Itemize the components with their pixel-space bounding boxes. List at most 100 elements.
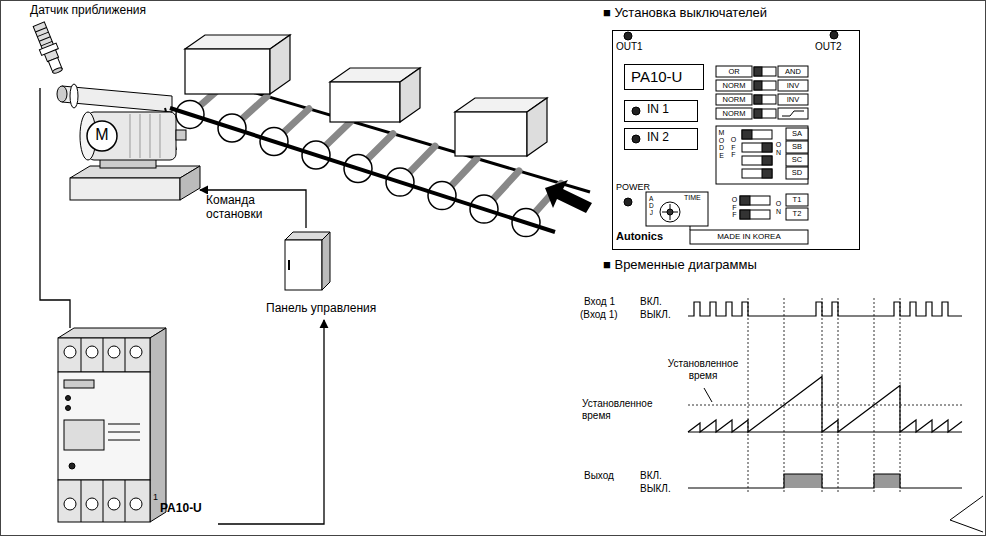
switch-panel-drawing	[740, 196, 770, 205]
motor	[160, 114, 161, 158]
proximity-sensor	[37, 32, 48, 36]
time-option: T2	[786, 208, 808, 220]
timing-diagram	[838, 298, 839, 492]
input-indicator-box: IN 1	[624, 100, 698, 122]
motor	[87, 121, 117, 151]
pa10-u-module	[58, 328, 166, 522]
signal-connector	[218, 320, 324, 524]
switch-position: OFF	[730, 136, 737, 159]
signal-name: Вход 1	[584, 296, 615, 308]
timing-diagram	[688, 377, 962, 433]
switch-option: INV	[778, 94, 808, 105]
switch-panel-drawing	[762, 143, 772, 152]
switch-panel-drawing	[660, 202, 680, 222]
switch-panel-drawing	[716, 108, 752, 119]
switch-panel-drawing	[786, 194, 808, 206]
corner-mark	[950, 496, 983, 532]
switch-panel-drawing	[786, 128, 808, 140]
led-label: POWER	[616, 182, 650, 192]
switch-option: INV	[778, 80, 808, 91]
control-cabinet	[322, 232, 330, 290]
proximity-sensor	[52, 67, 63, 74]
switch-panel-drawing	[716, 80, 752, 91]
pa10-u-module	[86, 498, 98, 510]
pa10-u-module	[64, 420, 104, 450]
proximity-sensor	[39, 37, 50, 41]
switch-panel-drawing	[742, 130, 772, 139]
pa10-u-module	[81, 480, 82, 522]
switch-panel-drawing	[786, 154, 808, 166]
control-panel-label: Панель управления	[266, 302, 376, 316]
switch-panel-drawing	[624, 32, 632, 40]
switch-panel-drawing	[624, 31, 838, 244]
conveyor	[400, 68, 420, 122]
switch-group-label: MODE	[718, 129, 725, 160]
switch-panel-drawing	[754, 81, 762, 90]
sensor-callout: Датчик приближения	[20, 4, 170, 88]
sensor-shaft	[57, 86, 67, 102]
mode-option: SA	[786, 128, 808, 140]
pa10-u-module	[125, 480, 126, 522]
switch-panel-drawing	[742, 156, 772, 165]
controller-module: PA10-U	[48, 328, 218, 528]
pa10-u-module	[66, 406, 71, 411]
sensor-shaft	[62, 86, 172, 112]
switch-panel-drawing	[690, 230, 808, 244]
switch-panel-drawing	[830, 31, 838, 39]
conveyor	[185, 35, 547, 156]
pa10-u-module	[86, 346, 98, 358]
pa10-u-module	[103, 338, 104, 372]
switch-position: ON	[775, 200, 782, 215]
switch-panel-drawing	[754, 95, 776, 104]
motor	[140, 114, 141, 158]
led-label: OUT1	[616, 41, 643, 53]
timing-diagram	[874, 474, 900, 488]
switch-panel-drawing	[740, 196, 750, 205]
switch-option: AND	[778, 66, 808, 77]
motor	[70, 178, 180, 200]
switch-panel-drawing	[646, 192, 708, 226]
pa10-u-module	[81, 338, 82, 372]
switch-panel-drawing	[754, 67, 762, 76]
pa10-u-module	[108, 440, 140, 441]
switch-panel-drawing	[778, 94, 808, 105]
timing-diagram	[688, 298, 962, 492]
pa10-u-module	[130, 346, 142, 358]
switch-option: NORM	[716, 108, 752, 119]
switch-panel-drawing	[632, 107, 640, 115]
module-label: PA10-U	[160, 502, 202, 516]
connector-label: Команда остановки	[206, 194, 296, 222]
switch-panel-drawing	[754, 67, 776, 76]
model-name: PA10-U	[631, 68, 682, 85]
signal-connector	[40, 88, 70, 328]
switch-panel-drawing	[716, 66, 752, 77]
proximity-sensor	[30, 21, 66, 76]
pa10-u-module	[64, 346, 76, 358]
brand-name: Autonics	[616, 230, 663, 243]
timing-diagram	[704, 388, 712, 402]
control-panel: Панель управления	[262, 228, 402, 320]
switch-panel-drawing	[762, 169, 772, 178]
signal-name: (Вход 1)	[580, 309, 618, 321]
timing-diagram	[748, 298, 749, 492]
corner-mark	[950, 496, 983, 532]
switch-position: OFF	[731, 196, 738, 219]
pa10-u-module	[69, 463, 75, 469]
axis-label: Установленное время	[582, 398, 662, 421]
switch-panel-drawing	[716, 126, 808, 184]
mode-option: SB	[786, 141, 808, 153]
pa10-u-module	[108, 432, 140, 433]
switch-panel-drawing	[762, 156, 772, 165]
switch-panel-drawing	[778, 66, 808, 77]
proximity-sensor	[33, 22, 58, 62]
pa10-u-module	[64, 380, 94, 388]
motor	[130, 114, 131, 158]
timing-diagram	[784, 298, 785, 492]
dial-label: TIME	[684, 194, 701, 202]
annotation: Установленное время	[660, 358, 746, 381]
switch-panel-drawing	[782, 111, 804, 116]
